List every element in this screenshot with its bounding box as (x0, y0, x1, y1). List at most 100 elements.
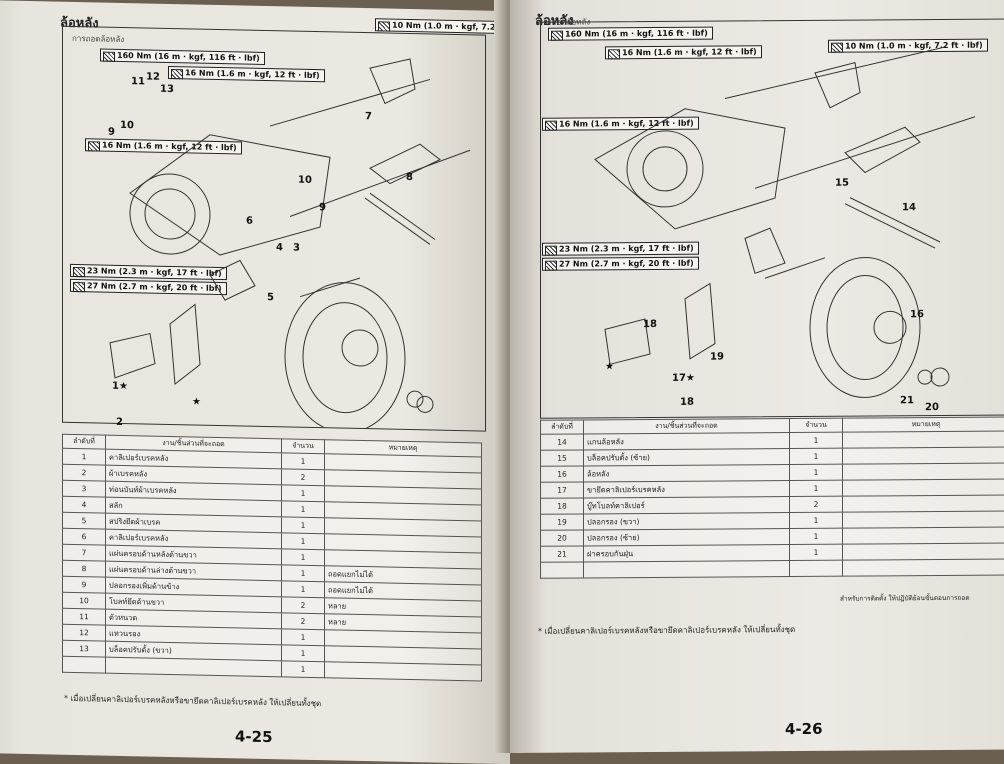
callout: 10 (298, 175, 312, 186)
cell-remark (843, 527, 1004, 544)
callout: 4 (276, 242, 283, 253)
col-header-qty: จำนวน (790, 418, 843, 432)
cell-part: ฝาครอบกันฝุ่น (584, 545, 790, 562)
callout: 8 (406, 172, 413, 183)
cell-remark (843, 495, 1004, 512)
cell-part: แกนล้อหลัง (584, 433, 790, 450)
callout: 20 (925, 402, 939, 413)
cell-qty: 1 (282, 533, 325, 550)
callout: 11 (131, 76, 145, 87)
cell-remark (843, 463, 1004, 480)
cell-qty: 1 (790, 432, 843, 448)
page-number-right: 4-26 (785, 720, 823, 738)
col-header-remark: หมายเหตุ (843, 417, 1004, 432)
cell-no: 2 (63, 464, 106, 481)
cell-no: 21 (541, 546, 584, 562)
cell-no (63, 656, 106, 673)
parts-table-right: ลำดับที่ งาน/ชิ้นส่วนที่จะถอด จำนวน หมาย… (540, 417, 1004, 579)
parts-table-left: ลำดับที่ งาน/ชิ้นส่วนที่จะถอด จำนวน หมาย… (62, 434, 482, 682)
cell-part: บู๊ทโบลท์คาลิเปอร์ (584, 497, 790, 514)
cell-part (584, 561, 790, 578)
cell-qty: 1 (790, 528, 843, 544)
callout: 19 (710, 352, 724, 363)
cell-qty: 1 (790, 512, 843, 528)
col-header-no: ลำดับที่ (63, 434, 106, 449)
cell-no: 11 (63, 608, 106, 625)
cell-qty: 1 (282, 661, 325, 678)
cell-remark (843, 431, 1004, 448)
cell-no: 19 (541, 514, 584, 530)
callout: 13 (160, 84, 174, 95)
callout: 5 (267, 292, 274, 303)
cell-remark (843, 511, 1004, 528)
cell-qty: 2 (282, 469, 325, 486)
cell-part: ขายึดคาลิเปอร์เบรคหลัง (584, 481, 790, 498)
left-page: ล้อหลัง การถอดล้อหลัง 10 Nm (1.0 m · kgf… (0, 0, 510, 764)
callout: 15 (835, 178, 849, 189)
cell-no: 17 (541, 482, 584, 498)
cell-qty: 1 (282, 581, 325, 598)
callout: ★ (605, 361, 614, 372)
cell-no: 13 (63, 640, 106, 657)
cell-no: 10 (63, 592, 106, 609)
cell-part: ปลอกรอง (ขวา) (584, 513, 790, 530)
right-page: ล้อหลัง การถอดล้อหลัง 160 Nm (16 m · kgf… (510, 0, 1004, 753)
callout: 10 (120, 120, 134, 131)
cell-qty: 1 (790, 464, 843, 480)
page-number-left: 4-25 (235, 727, 273, 746)
callout: 16 (910, 309, 924, 320)
cell-qty: 1 (282, 485, 325, 502)
cell-qty: 1 (282, 565, 325, 582)
cell-qty: 1 (790, 448, 843, 464)
callout: 7 (365, 111, 372, 122)
cell-qty: 2 (282, 613, 325, 630)
cell-no: 20 (541, 530, 584, 546)
footnote-right: * เมื่อเปลี่ยนคาลิเปอร์เบรคหลังหรือขายึด… (538, 623, 795, 638)
callout: 2 (116, 417, 123, 428)
cell-remark (843, 479, 1004, 496)
cell-qty: 1 (282, 629, 325, 646)
callout: 9 (319, 202, 326, 213)
cell-no: 14 (541, 434, 584, 450)
cell-qty: 1 (790, 480, 843, 496)
table-row (541, 559, 1004, 578)
col-header-no: ลำดับที่ (541, 420, 584, 434)
callout: 12 (146, 71, 160, 82)
callout: 17★ (672, 373, 695, 384)
footnote-left: * เมื่อเปลี่ยนคาลิเปอร์เบรคหลังหรือขายึด… (64, 692, 321, 710)
cell-part: บล็อคปรับตั้ง (ซ้าย) (584, 449, 790, 466)
cell-no: 15 (541, 450, 584, 466)
cell-qty: 1 (282, 645, 325, 662)
cell-part (106, 657, 282, 677)
cell-qty: 1 (282, 453, 325, 470)
cell-no: 6 (63, 528, 106, 545)
cell-qty: 2 (282, 597, 325, 614)
cell-no: 5 (63, 512, 106, 529)
cell-remark (843, 559, 1004, 576)
col-header-qty: จำนวน (282, 439, 325, 454)
cell-remark (325, 662, 482, 681)
install-note: สำหรับการติดตั้ง ให้ปฏิบัติย้อนขั้นตอนกา… (840, 593, 970, 604)
cell-no: 3 (63, 480, 106, 497)
cell-no: 7 (63, 544, 106, 561)
callout: 6 (246, 216, 253, 227)
col-header-part: งาน/ชิ้นส่วนที่จะถอด (584, 419, 790, 434)
cell-qty: 1 (790, 544, 843, 560)
callout: 3 (293, 243, 300, 254)
callout: 18 (680, 397, 694, 408)
callout: 14 (902, 202, 916, 213)
cell-no: 4 (63, 496, 106, 513)
cell-no: 18 (541, 498, 584, 514)
cell-no: 16 (541, 466, 584, 482)
cell-remark (843, 447, 1004, 464)
callout: 18 (643, 319, 657, 330)
cell-qty: 1 (282, 501, 325, 518)
cell-no (541, 562, 584, 578)
cell-part: ปลอกรอง (ซ้าย) (584, 529, 790, 546)
rear-wheel-exploded-diagram-left (70, 42, 490, 431)
cell-qty (790, 560, 843, 576)
cell-remark (843, 543, 1004, 560)
